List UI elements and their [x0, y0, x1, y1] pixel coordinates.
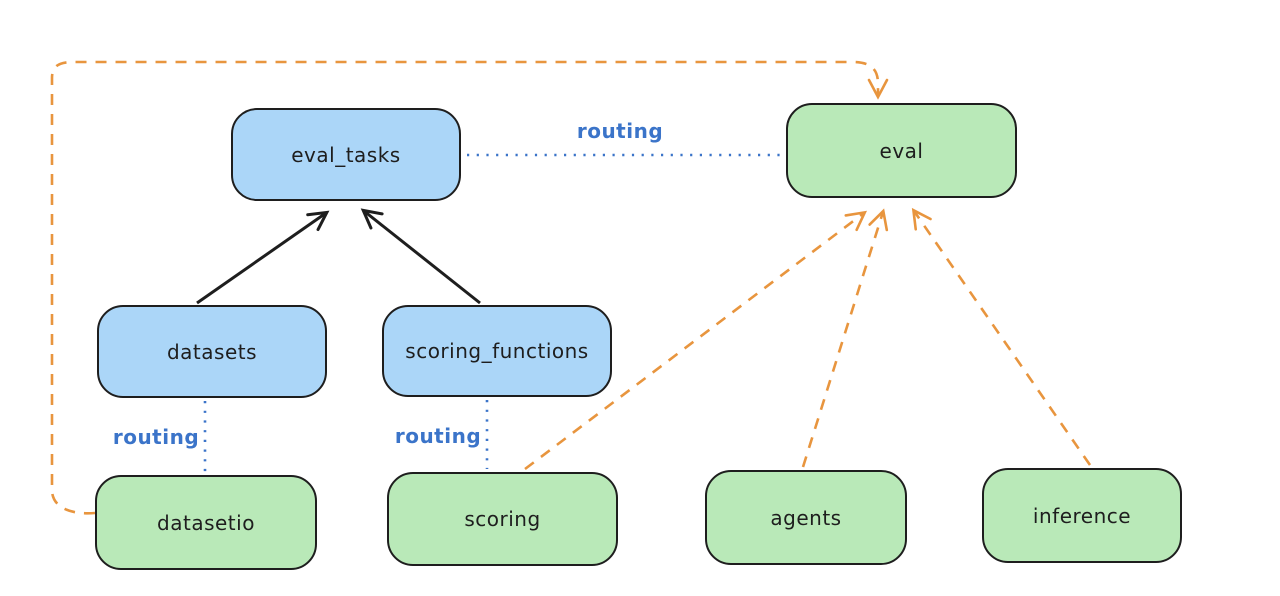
node-eval-tasks: eval_tasks: [231, 108, 461, 201]
node-eval: eval: [786, 103, 1017, 198]
node-eval-tasks-label: eval_tasks: [291, 142, 401, 167]
edge-scoring_functions-to-eval_tasks: [360, 208, 481, 305]
routing-label-scoring-functions-scoring: routing: [394, 424, 482, 448]
node-scoring: scoring: [387, 472, 618, 566]
node-agents: agents: [705, 470, 907, 565]
node-datasetio-label: datasetio: [157, 510, 255, 535]
node-datasetio: datasetio: [95, 475, 317, 570]
node-scoring-label: scoring: [464, 507, 541, 531]
node-inference-label: inference: [1032, 503, 1132, 528]
node-datasets-label: datasets: [166, 339, 258, 364]
edge-agents-to-eval: [801, 208, 889, 468]
routing-label-datasets-datasetio: routing: [112, 425, 200, 449]
node-inference: inference: [982, 468, 1182, 563]
edge-scoring-to-eval: [524, 210, 868, 471]
node-scoring-functions-label: scoring_functions: [405, 339, 589, 363]
edge-datasetio-to-eval: [50, 60, 889, 515]
edge-datasets-to-eval_tasks: [196, 210, 330, 305]
routing-label-eval-tasks-eval: routing: [576, 119, 664, 143]
node-eval-label: eval: [879, 138, 924, 163]
node-datasets: datasets: [97, 305, 327, 398]
node-scoring-functions: scoring_functions: [382, 305, 612, 397]
node-agents-label: agents: [770, 505, 842, 530]
edge-inference-to-eval: [911, 207, 1092, 466]
